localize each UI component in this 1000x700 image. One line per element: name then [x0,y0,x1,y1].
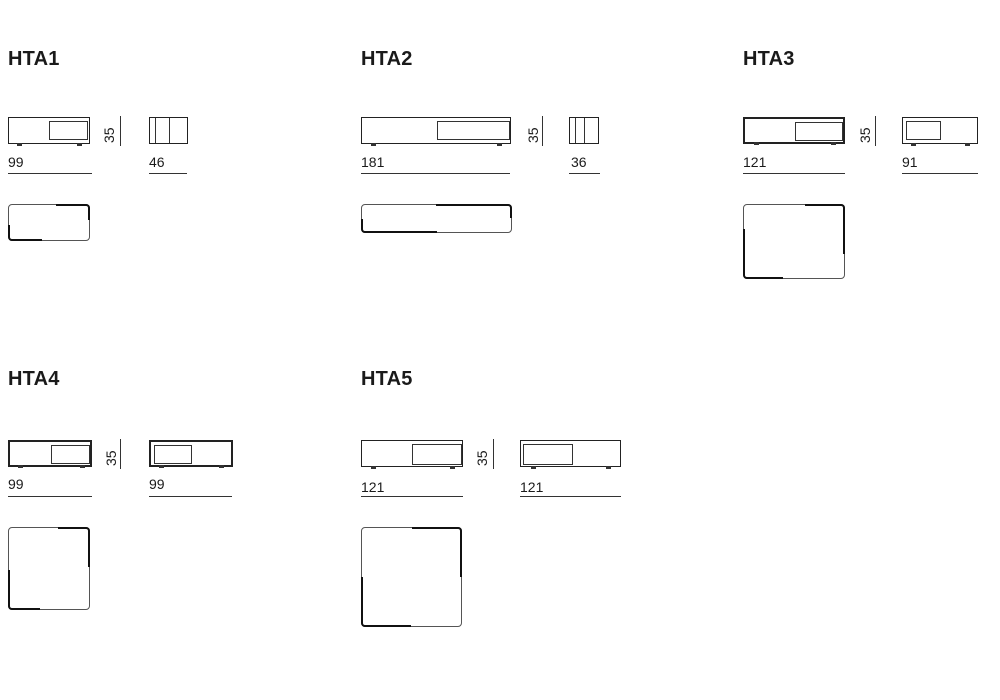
height-label: 35 [525,127,541,143]
plan-view [8,527,90,610]
front-elevation [361,440,463,469]
side-width-label: 121 [520,479,544,495]
side-elevation [149,117,188,144]
model-title: HTA1 [8,48,60,70]
height-label: 35 [474,450,490,466]
side-elevation [149,440,233,468]
side-width-line [569,173,600,174]
height-label: 35 [101,127,117,143]
front-width-label: 99 [8,476,24,492]
side-elevation [569,117,599,144]
side-elevation [902,117,978,146]
side-width-line [520,496,621,497]
height-dimension-line [493,439,494,469]
side-width-label: 36 [571,154,587,170]
front-width-line [361,173,510,174]
front-width-line [8,496,92,497]
front-width-line [361,496,463,497]
height-label: 35 [103,450,119,466]
front-width-label: 99 [8,154,24,170]
side-elevation [520,440,621,469]
height-dimension-line [542,116,543,146]
plan-view [743,204,845,279]
height-dimension-line [120,439,121,469]
height-dimension-line [875,116,876,146]
model-title: HTA5 [361,368,413,390]
side-width-line [902,173,978,174]
front-width-label: 181 [361,154,385,170]
plan-view [8,204,90,241]
front-elevation [8,117,90,146]
height-label: 35 [857,127,873,143]
model-title: HTA2 [361,48,413,70]
front-width-label: 121 [743,154,767,170]
side-width-line [149,496,232,497]
side-width-label: 46 [149,154,165,170]
side-width-label: 91 [902,154,918,170]
side-width-line [149,173,187,174]
height-dimension-line [120,116,121,146]
model-title: HTA3 [743,48,795,70]
front-elevation [743,117,845,145]
front-elevation [361,117,511,146]
side-width-label: 99 [149,476,165,492]
plan-view [361,527,462,627]
front-elevation [8,440,92,468]
front-width-line [8,173,92,174]
front-width-label: 121 [361,479,385,495]
model-title: HTA4 [8,368,60,390]
plan-view [361,204,512,233]
front-width-line [743,173,845,174]
